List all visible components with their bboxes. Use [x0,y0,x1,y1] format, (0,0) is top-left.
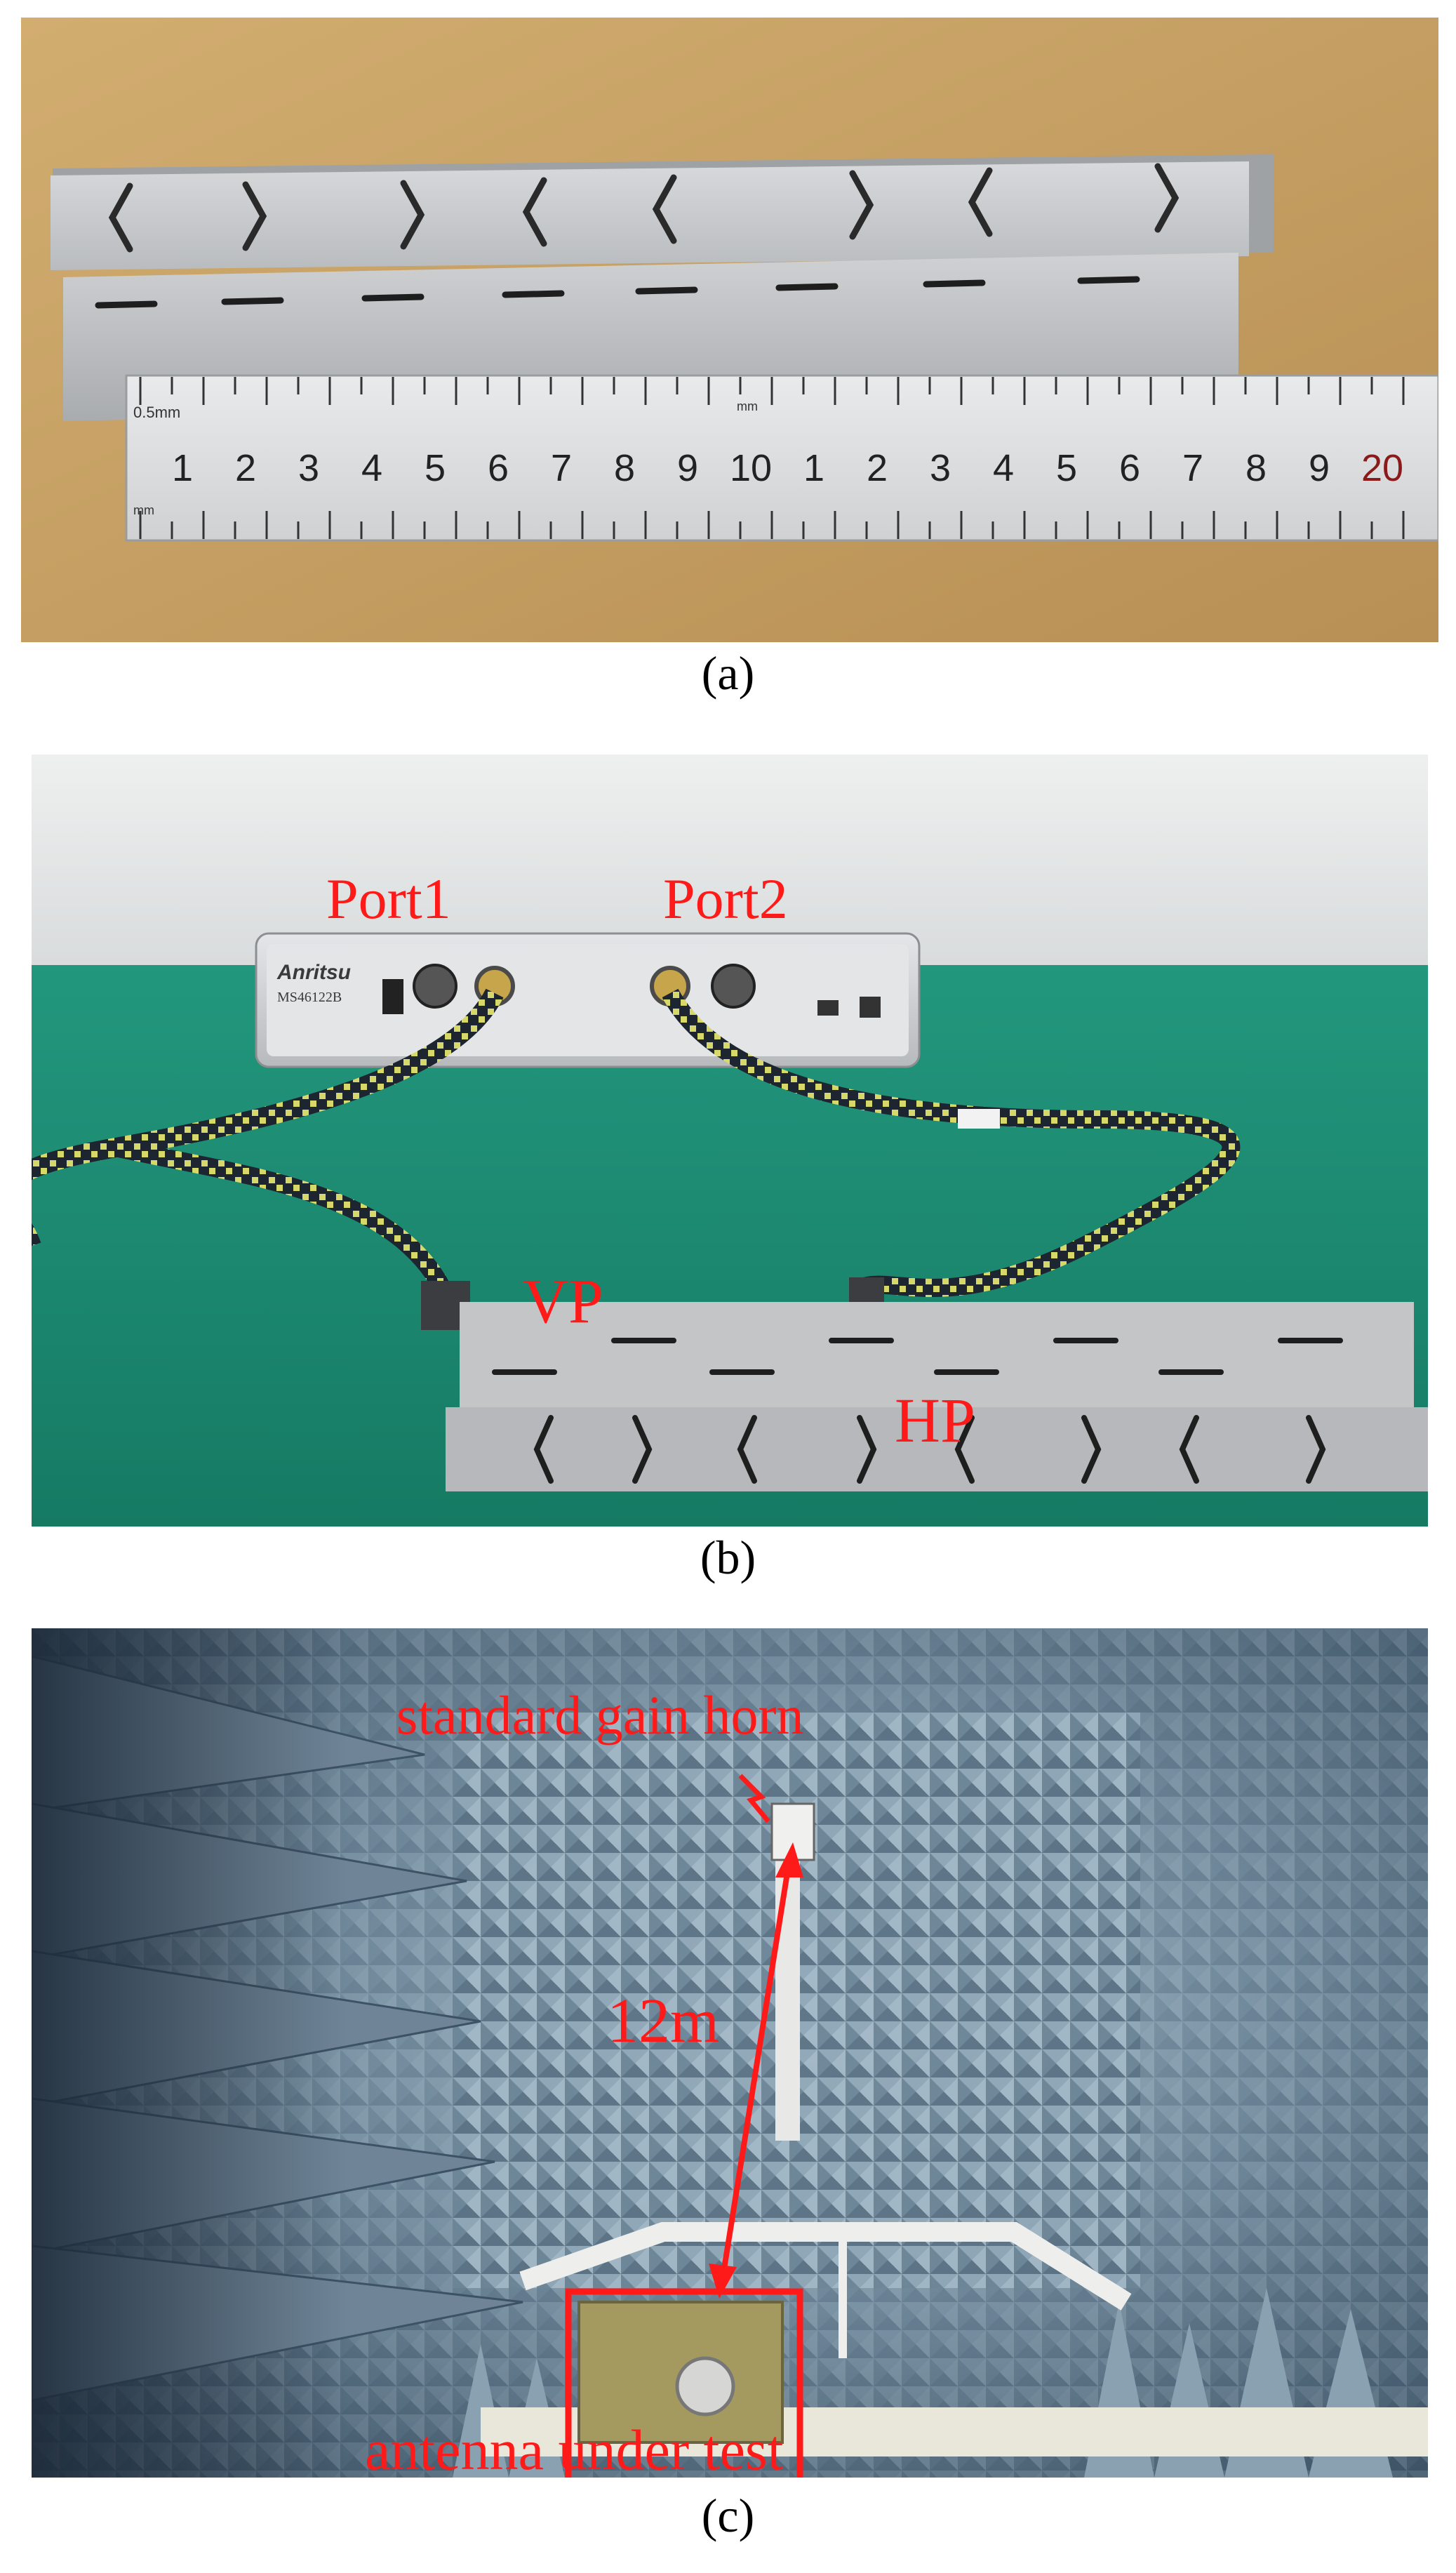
horizontal-slots [95,276,1140,309]
ruler-number: 8 [1245,447,1267,489]
ruler-ticks-top [139,377,1405,405]
cable-port1 [32,988,504,1246]
horn-label: standard gain horn [396,1684,804,1746]
ruler-number: 6 [1119,447,1140,489]
cable-white-sleeve [958,1109,1000,1129]
ruler-number: 4 [993,447,1014,489]
ruler-number: 5 [1056,447,1077,489]
vna-knob-right [711,964,756,1009]
vp-label: VP [523,1267,604,1336]
port1-label: Port1 [326,867,451,931]
aut-highlight-box [565,2288,803,2478]
caption-b: (b) [700,1531,756,1584]
ruler-number: 2 [235,447,256,489]
vp-slots [492,1338,1343,1375]
ruler-number: 3 [930,447,951,489]
panel-c-image [32,1628,1428,2478]
ruler-number: 7 [1182,447,1203,489]
distance-arrow-head-bottom [709,2263,737,2299]
ruler-number: 9 [677,447,698,489]
ruler-number: 4 [361,447,382,489]
power-switch [382,979,403,1014]
background-wall [32,754,1428,965]
vna-brand: Anritsu [276,961,351,984]
port2-label: Port2 [663,867,788,931]
distance-arrow-head-top [775,1842,803,1877]
hp-chevrons [533,1415,1326,1484]
ruler-number: 1 [172,447,193,489]
ruler-number: 6 [488,447,509,489]
chevron-slots [108,163,1180,253]
ruler-number: 20 [1361,447,1403,489]
antenna-hp-bar [446,1407,1428,1491]
ruler-number: 8 [614,447,635,489]
ruler-ticks-bottom [139,511,1405,539]
ruler-mm-label-top: mm [737,399,758,413]
steel-ruler [125,374,1438,542]
caption-a: (a) [701,646,755,700]
cable-port2 [662,988,1241,1297]
waveguide-top-face [51,161,1249,270]
aut-flange [675,2356,735,2416]
ruler-small-label: 0.5mm [133,404,180,421]
horn-pointer-arrow [738,1774,770,1823]
distance-arrow-line [720,1859,792,2278]
ruler-mm-label-bottom: mm [133,503,154,517]
vna-knob-left [413,964,457,1009]
horn-mast [775,1860,800,2141]
ruler-number: 5 [425,447,446,489]
caption-c: (c) [701,2489,755,2542]
left-shadow [32,1628,347,2478]
ruler-number: 9 [1309,447,1330,489]
power-jack [860,997,881,1018]
support-leg [839,2232,847,2358]
ruler-number: 1 [803,447,824,489]
usb-port [817,1000,839,1016]
vna-model: MS46122B [277,990,342,1005]
hp-label: HP [895,1386,976,1456]
antenna-vp-bar [460,1302,1414,1407]
panel-b-photo: Anritsu MS46122B [32,754,1428,1527]
ruler-number: 7 [551,447,572,489]
aut-label: antenna under test [365,2418,784,2478]
ruler-number: 10 [730,447,772,489]
cable-port1-loop [114,1138,454,1299]
ruler-number: 3 [298,447,319,489]
vna-front-panel [267,944,909,1056]
ruler-number: 2 [867,447,888,489]
panel-c-photo: standard gain horn 12m antenna under tes… [32,1628,1428,2478]
panel-b-image: Anritsu MS46122B [32,754,1428,1527]
distance-label: 12m [607,1986,720,2056]
